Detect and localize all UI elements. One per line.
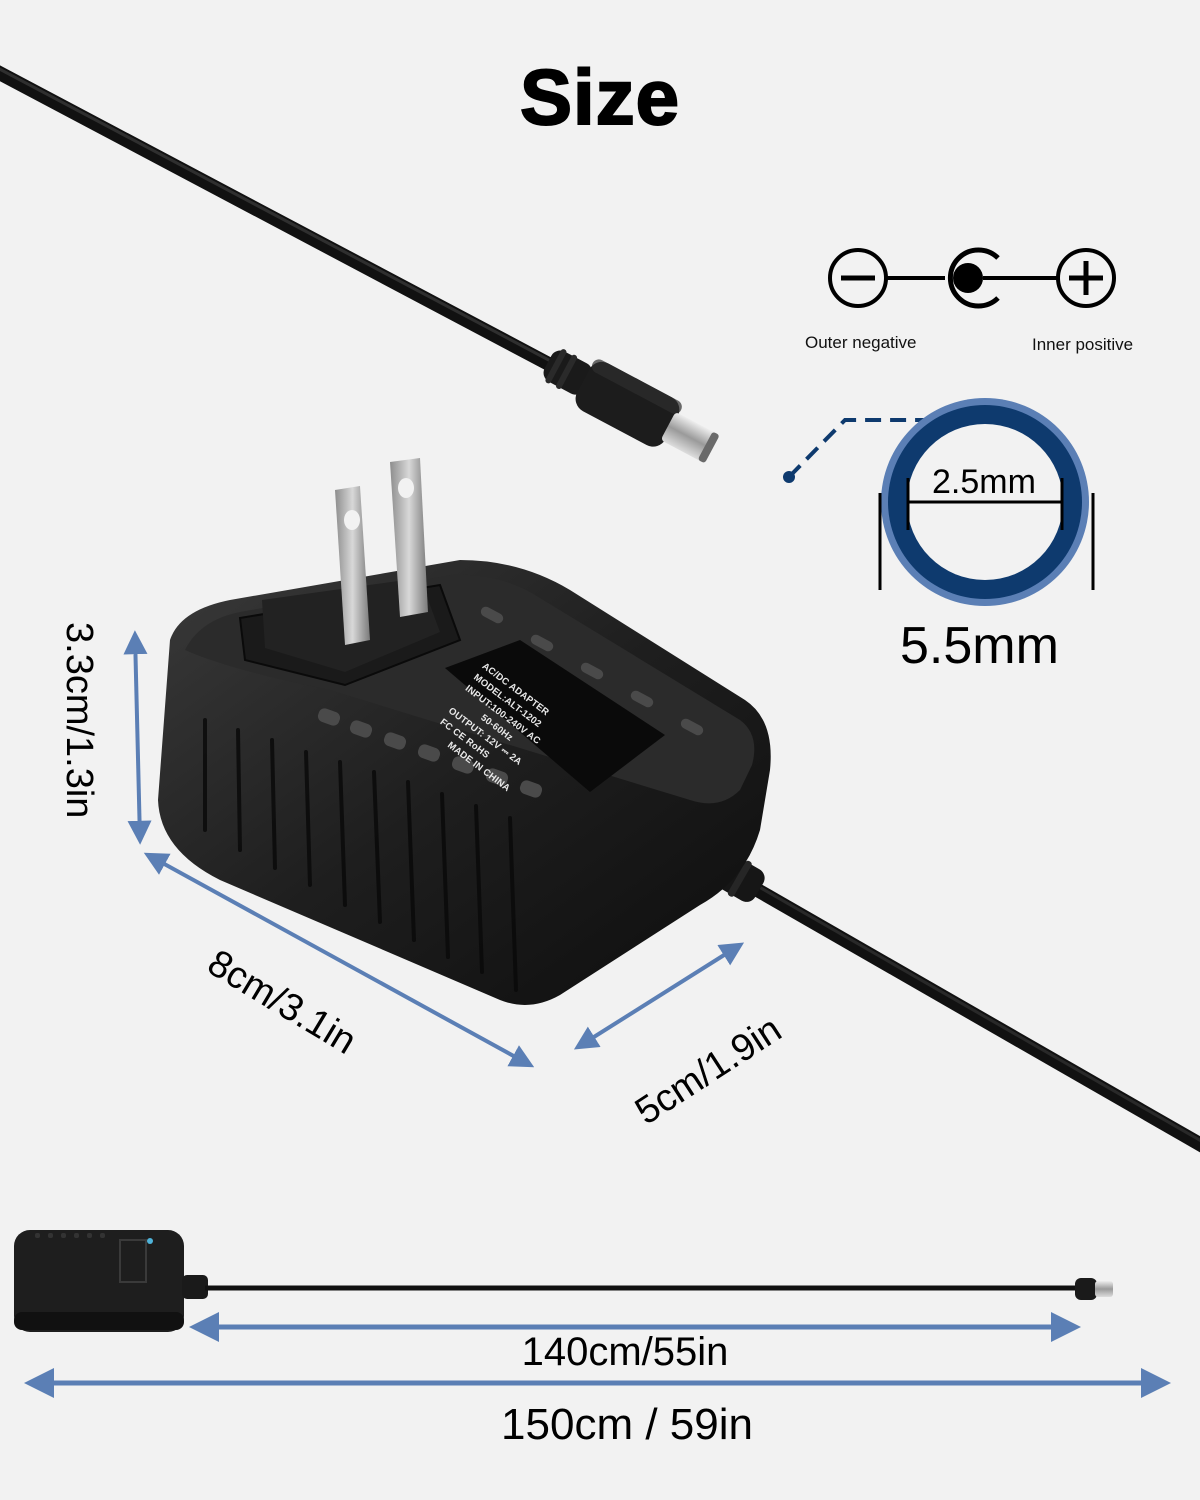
leader-line <box>783 418 935 483</box>
total-length-label: 150cm / 59in <box>501 1400 753 1449</box>
dc-cable-top <box>0 65 719 463</box>
dimension-arrows <box>23 630 1171 1398</box>
connector-ring <box>878 398 1095 606</box>
polarity-diagram <box>828 247 1116 309</box>
inner-diameter-label: 2.5mm <box>932 463 1036 501</box>
inner-positive-label: Inner positive <box>1032 335 1134 354</box>
side-view-adapter <box>14 1230 1113 1332</box>
cable-length-label: 140cm/55in <box>521 1330 729 1374</box>
page-title: Size <box>519 52 681 142</box>
outer-diameter-label: 5.5mm <box>900 617 1059 675</box>
height-dimension-label: 3.3cm/1.3in <box>58 622 100 819</box>
plug-prongs <box>335 458 428 645</box>
rating-label <box>445 640 665 792</box>
outer-negative-label: Outer negative <box>805 333 917 352</box>
